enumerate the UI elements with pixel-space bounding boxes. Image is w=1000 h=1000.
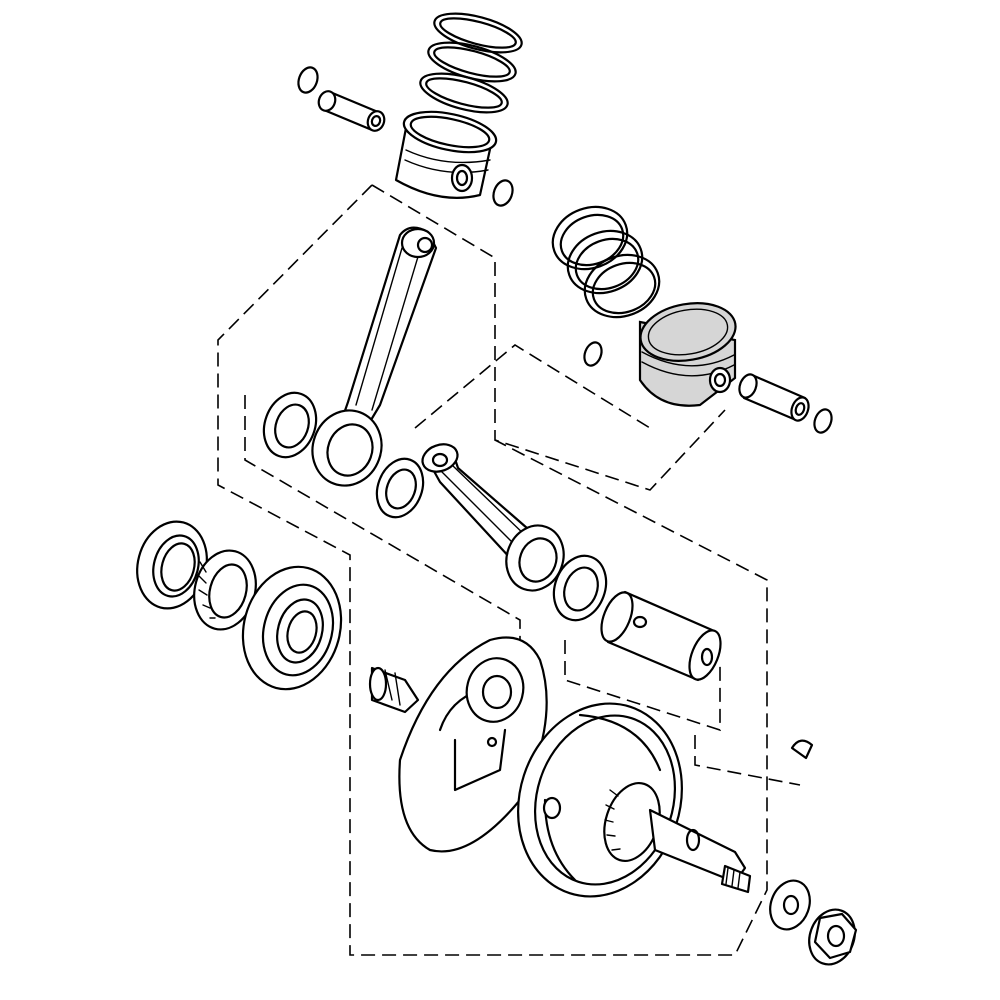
flange-nut [808,908,858,966]
piston-pin-clip-a [297,66,514,207]
connecting-rod-b [421,443,565,592]
piston-ring-set-b [551,205,661,319]
piston-a [394,110,498,199]
oil-seal [136,520,208,610]
right-crank-web [517,702,752,898]
washer [769,879,811,931]
needle-bearing [193,549,257,631]
crank-pin [600,590,722,682]
piston-b [638,302,737,407]
piston-pin-b [738,373,810,422]
left-crank-web [368,636,548,853]
crank-bearing-shims [262,391,608,622]
piston-ring-set-a [419,12,523,114]
piston-pin-clip-b [583,341,833,434]
woodruff-key [790,739,814,760]
ball-bearing [241,565,343,691]
connecting-rod-a [311,226,438,487]
piston-pin-a [317,90,386,132]
